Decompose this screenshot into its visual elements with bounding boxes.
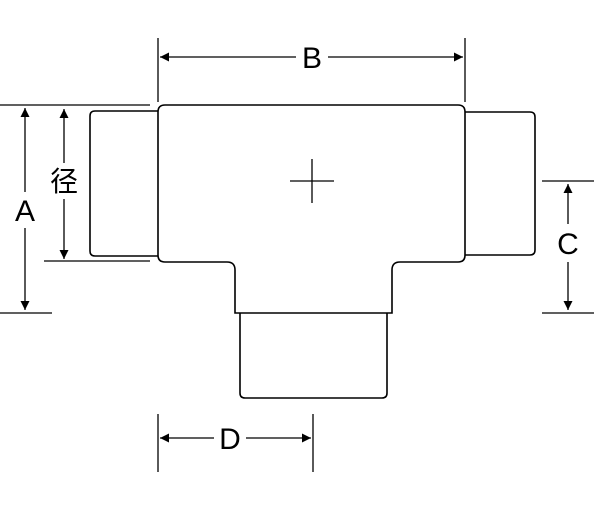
dimension-d-label: D [219, 423, 241, 456]
dimension-a: A [0, 104, 150, 314]
dimension-c: C [542, 180, 594, 314]
dimension-diameter: 径 [44, 109, 150, 262]
dimension-b: B [157, 38, 466, 102]
dimension-d: D [157, 414, 314, 472]
tee-body [157, 104, 466, 314]
diameter-label: 径 [50, 165, 78, 198]
dimension-b-label: B [302, 42, 322, 75]
bottom-socket [239, 313, 388, 399]
center-mark [290, 159, 334, 203]
dimension-c-label: C [557, 228, 579, 261]
left-socket [89, 110, 158, 257]
dimension-a-label: A [15, 195, 35, 228]
right-socket [465, 111, 536, 256]
